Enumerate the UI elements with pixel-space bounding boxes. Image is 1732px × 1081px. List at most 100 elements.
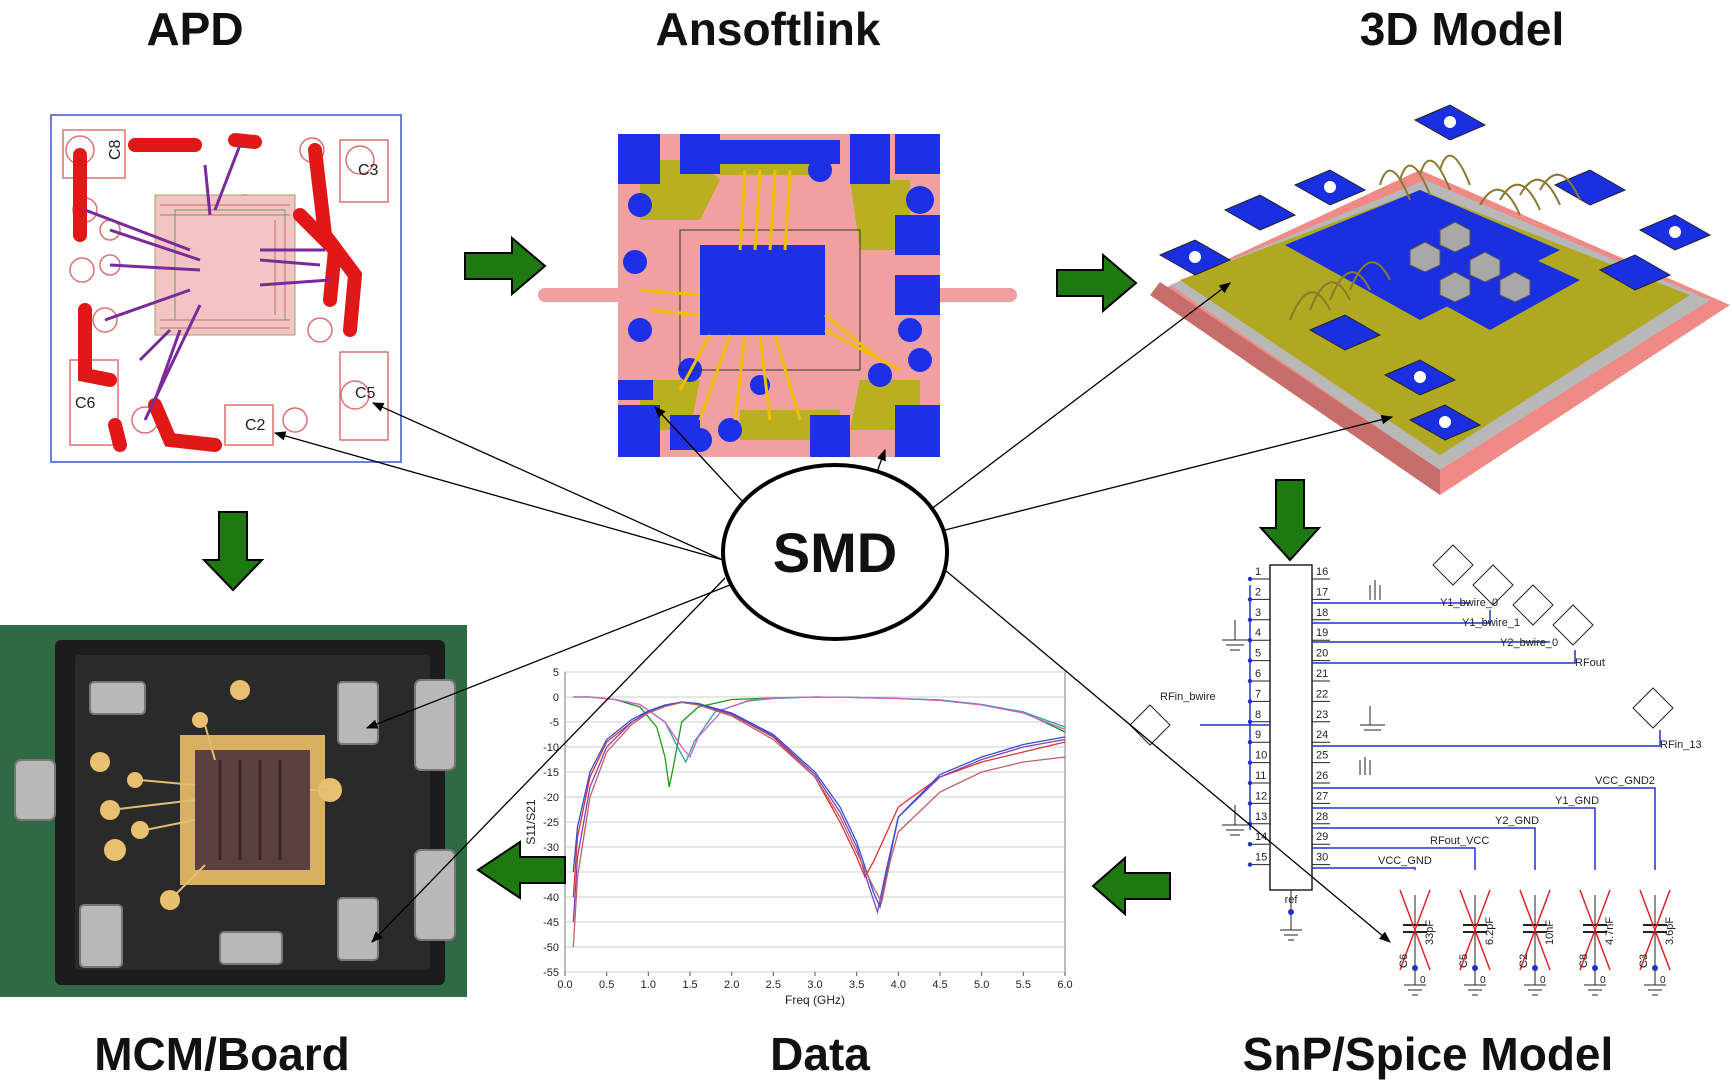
right-pin-number: 16	[1316, 566, 1328, 578]
chart-y-tick-label: -40	[543, 892, 559, 904]
ground-symbol	[1280, 929, 1302, 941]
chart-x-tick-label: 0.5	[599, 979, 614, 991]
left-pin-number: 5	[1255, 648, 1261, 660]
ground-node-label: 0	[1480, 975, 1486, 986]
port-symbols	[1129, 544, 1674, 746]
arrow-ansoftlink-to-3d	[1056, 252, 1138, 314]
3d-model-label: 3D Model	[1360, 3, 1564, 55]
chart-x-tick-label: 2.0	[724, 979, 739, 991]
right-pin-number: 24	[1316, 729, 1328, 741]
right-pin-number: 30	[1316, 852, 1328, 864]
right-pin-number: 28	[1316, 811, 1328, 823]
left-pin-number: 8	[1255, 709, 1261, 721]
silk-c5: C5	[355, 385, 376, 402]
mcm-board-label: MCM/Board	[94, 1028, 350, 1080]
capacitor-ref: C8	[1578, 954, 1590, 968]
chart-series	[572, 696, 1066, 948]
left-pin-number: 4	[1255, 627, 1261, 639]
chart-y-tick-label: -50	[543, 942, 559, 954]
chart-x-tick-label: 5.0	[974, 979, 989, 991]
ground-node-label: 0	[1600, 975, 1606, 986]
arrow-apd-to-mcm	[201, 511, 265, 592]
ansoftlink-layout-image	[538, 134, 1017, 457]
capacitor-ref: C3	[1638, 954, 1650, 968]
chart-series-line-5	[572, 701, 1066, 923]
ansoftlink-label: Ansoftlink	[656, 3, 881, 55]
capacitor-ref: C5	[1458, 954, 1470, 968]
chart-x-tick-label: 5.5	[1016, 979, 1031, 991]
chart-y-tick-label: -30	[543, 842, 559, 854]
left-pin-number: 7	[1255, 688, 1261, 700]
left-pin-node	[1247, 862, 1253, 867]
silk-c6: C6	[75, 395, 96, 412]
net-rfin-bwire: RFin_bwire	[1160, 691, 1216, 703]
capacitor-value: 4.7nF	[1604, 917, 1616, 945]
capacitor-value: 33pF	[1424, 920, 1436, 945]
capacitor-value: 3.6pF	[1664, 917, 1676, 945]
chart-y-tick-label: -5	[549, 717, 559, 729]
ground-node-label: 0	[1660, 975, 1666, 986]
capacitor-c8: C8 4.7nF 0	[1578, 889, 1616, 996]
chart-series-line-7	[572, 701, 1066, 948]
net-vcc-gnd2: VCC_GND2	[1595, 775, 1655, 787]
chart-y-tick-label: -10	[543, 742, 559, 754]
chart-y-tick-label: 5	[553, 667, 559, 679]
flow-arrows	[201, 235, 1322, 917]
net-vcc-gnd: VCC_GND	[1378, 855, 1432, 867]
capacitor-value: 10nF	[1544, 920, 1556, 945]
left-pin-number: 13	[1255, 811, 1267, 823]
chart-x-tick-label: 3.5	[849, 979, 864, 991]
chart-x-axis-label: Freq (GHz)	[785, 993, 845, 1007]
data-label: Data	[770, 1028, 870, 1080]
capacitor-c3: C3 3.6pF 0	[1638, 889, 1676, 996]
silk-c3: C3	[358, 162, 379, 179]
right-pin-number: 23	[1316, 709, 1328, 721]
net-rfout: RFout	[1575, 657, 1605, 669]
chart-y-tick-label: -20	[543, 792, 559, 804]
chart-y-axis-label: S11/S21	[524, 799, 538, 844]
right-pin-number: 29	[1316, 831, 1328, 843]
silk-c8: C8	[107, 139, 124, 160]
net-y1-bwire-1: Y1_bwire_1	[1462, 617, 1520, 629]
chart-x-tick-label: 3.0	[807, 979, 822, 991]
chart-y-ticks: 50-5-10-15-20-25-30-35-40-45-50-55	[543, 667, 559, 979]
capacitor-c2: C2 10nF 0	[1518, 889, 1556, 996]
arrow-apd-to-ansoftlink	[464, 235, 547, 297]
net-rfin-13: RFin_13	[1660, 739, 1702, 751]
chart-y-tick-label: -25	[543, 817, 559, 829]
left-pin-number: 6	[1255, 668, 1261, 680]
arrow-data-to-mcm	[476, 840, 566, 900]
capacitor-ref: C6	[1398, 954, 1410, 968]
chart-y-tick-label: -55	[543, 967, 559, 979]
left-pin-number: 10	[1255, 750, 1267, 762]
left-pin-number: 14	[1255, 831, 1267, 843]
right-pin-number: 17	[1316, 586, 1328, 598]
capacitor-ref: C2	[1518, 954, 1530, 968]
chart-x-tick-label: 4.0	[891, 979, 906, 991]
smd-hub	[721, 463, 949, 641]
right-pin-number: 26	[1316, 770, 1328, 782]
left-pin-number: 9	[1255, 729, 1261, 741]
apd-label: APD	[146, 3, 243, 55]
chart-y-tick-label: 0	[553, 692, 559, 704]
left-pin-number: 12	[1255, 790, 1267, 802]
right-pin-number: 22	[1316, 688, 1328, 700]
silk-c2: C2	[245, 417, 266, 434]
3d-model-image	[1150, 104, 1730, 495]
smd-connectors	[273, 282, 1394, 943]
net-y1-gnd: Y1_GND	[1555, 795, 1599, 807]
smd-label: SMD	[773, 521, 897, 584]
chart-series-line-6	[572, 701, 1066, 910]
chart-x-tick-label: 0.0	[557, 979, 572, 991]
right-pin-number: 20	[1316, 648, 1328, 660]
ground-node-label: 0	[1540, 975, 1546, 986]
left-pin-node	[1247, 576, 1253, 582]
arrow-3d-to-snp	[1258, 479, 1322, 562]
apd-layout-image: C8 C3 C6 C5 C2	[50, 114, 402, 463]
right-pin-number: 18	[1316, 607, 1328, 619]
